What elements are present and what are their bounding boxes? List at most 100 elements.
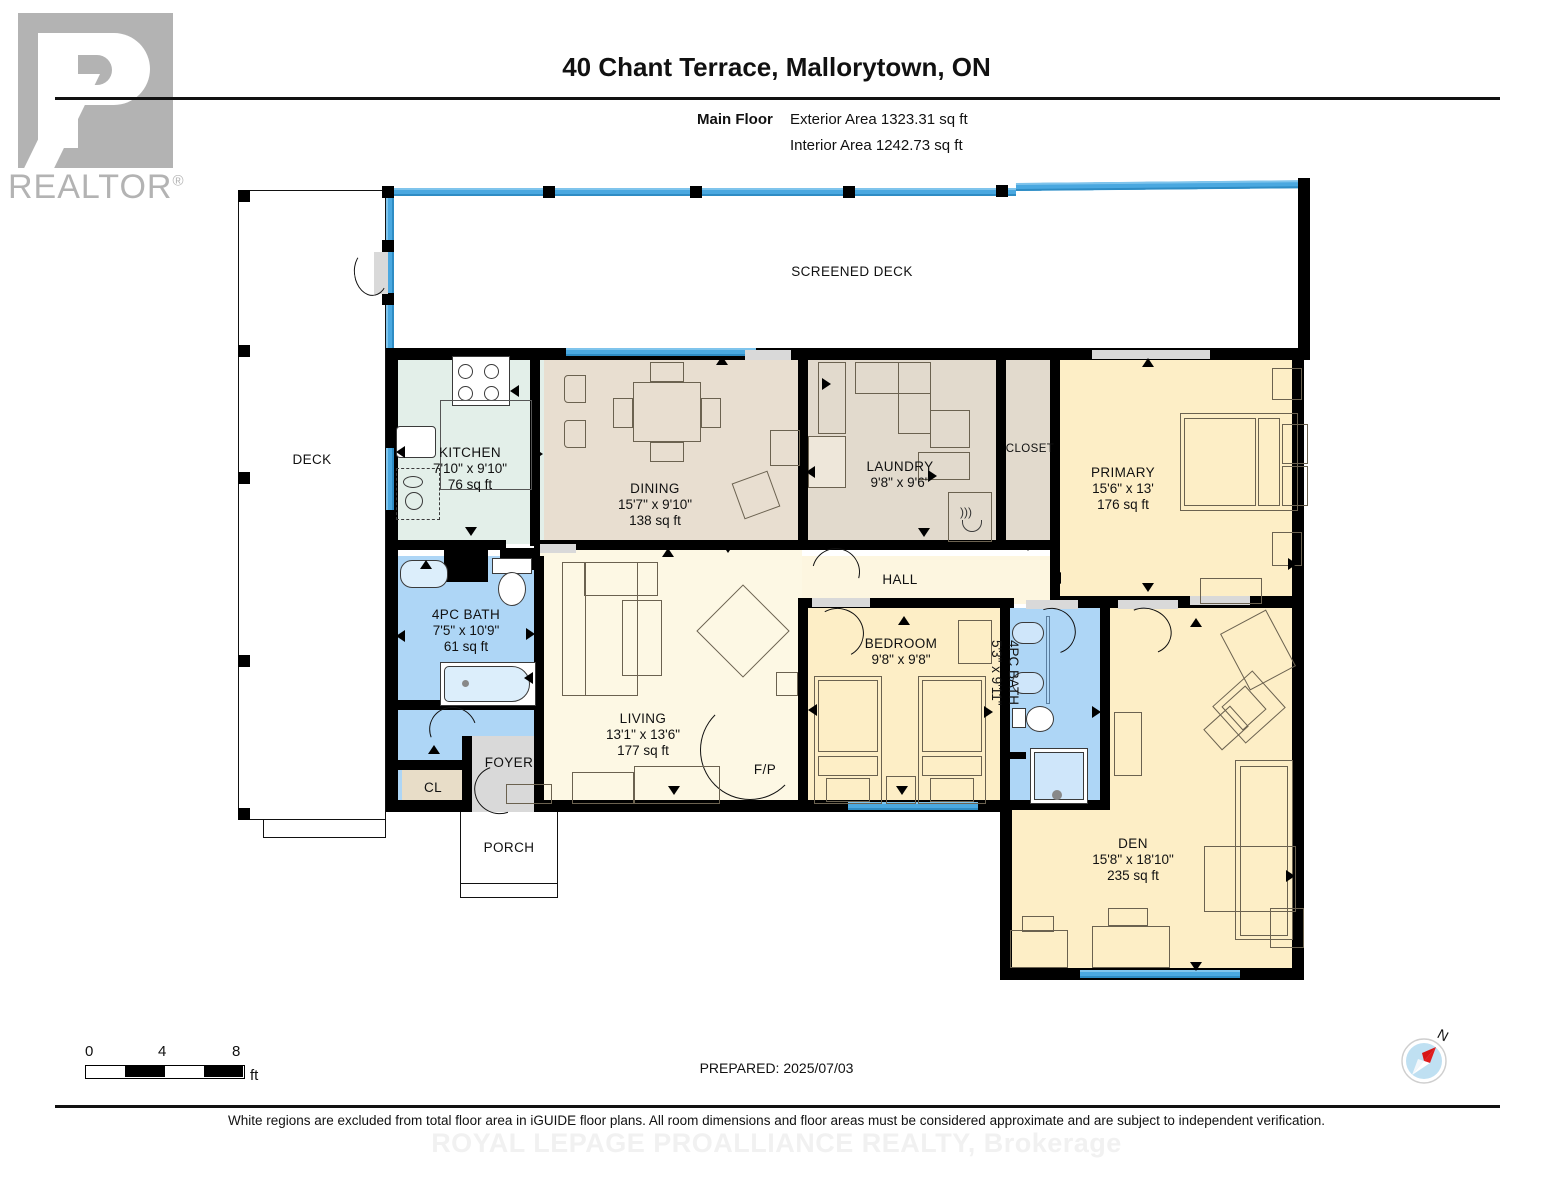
view-arrow: [510, 385, 519, 397]
living-arc: [700, 700, 800, 800]
compass-icon: [1401, 1038, 1447, 1084]
screened-deck-post: [996, 185, 1008, 197]
dining-label: DINING 15'7" x 9'10" 138 sq ft: [590, 481, 720, 529]
ensuite-toilet-bowl: [1026, 706, 1054, 732]
view-arrow: [1190, 618, 1202, 627]
view-arrow: [806, 466, 815, 478]
bedroom-footboard-2: [922, 756, 982, 776]
view-arrow: [984, 706, 993, 718]
stove-burner: [458, 364, 473, 379]
view-arrow: [526, 628, 535, 640]
deck-step: [263, 820, 386, 838]
dining-chair: [701, 398, 721, 428]
dining-chair: [613, 398, 633, 428]
primary-label-name: PRIMARY: [1090, 465, 1156, 480]
fireplace-label: F/P: [740, 762, 790, 778]
living-label: LIVING 13'1" x 13'6" 177 sq ft: [583, 711, 703, 759]
interior-wall-hall-top: [798, 540, 1056, 550]
screened-deck-screen-left: [386, 188, 394, 350]
ensuite-bath-label-name: 4PC BATH: [1006, 640, 1021, 706]
interior-wall-cl: [402, 760, 464, 770]
foyer-entry-panel: [472, 790, 534, 812]
kitchen-window: [386, 448, 394, 510]
interior-wall-dining-living: [534, 540, 806, 550]
view-arrow: [534, 448, 543, 460]
laundry-unit: [918, 452, 970, 480]
den-label-name: DEN: [1118, 836, 1148, 851]
den-sofa-cushions: [1240, 766, 1288, 936]
prepared-date: PREPARED: 2025/07/03: [699, 1060, 854, 1076]
bedroom-dresser: [958, 620, 992, 664]
interior-wall-bath-living: [534, 556, 544, 812]
porch-outline: [460, 812, 558, 884]
bedroom-door-panel: [812, 598, 870, 607]
den-label: DEN 15'8" x 18'10" 235 sq ft: [1068, 836, 1198, 884]
ensuite-door-panel: [1026, 600, 1078, 609]
screened-deck-post: [382, 186, 394, 198]
washer: [898, 362, 931, 434]
compass-rose: N: [1398, 1026, 1452, 1087]
water-heater-box: [948, 492, 992, 542]
exterior-area-text: Exterior Area 1323.31 sq ft: [790, 111, 968, 128]
dryer: [930, 410, 970, 448]
dining-label-dims: 15'7" x 9'10": [617, 497, 693, 512]
furnace-unit: [808, 436, 846, 488]
den-armchair-2: [1092, 926, 1170, 968]
kitchen-island: [440, 400, 532, 490]
bedroom-label-dims: 9'8" x 9'8": [871, 652, 931, 667]
living-label-dims: 13'1" x 13'6": [605, 727, 681, 742]
toilet-bowl: [498, 572, 526, 606]
den-sectional-extension: [1204, 846, 1296, 912]
ensuite-wall-nib: [1004, 752, 1026, 759]
view-arrow: [918, 528, 930, 537]
ensuite-sink-2: [1012, 672, 1044, 694]
deck-post: [238, 655, 250, 667]
den-label-area: 235 sq ft: [1107, 868, 1159, 883]
scale-tick-0: 0: [85, 1043, 94, 1060]
ensuite-sink-1: [1012, 622, 1044, 644]
living-bench: [506, 784, 552, 804]
bedroom-room: [802, 608, 1000, 806]
scale-tick-4: 4: [158, 1043, 167, 1060]
screened-deck-label-name: SCREENED DECK: [791, 264, 913, 279]
view-arrow: [1288, 558, 1297, 570]
view-arrow: [396, 446, 405, 458]
dining-room: [544, 356, 802, 544]
bedroom-label-name: BEDROOM: [864, 636, 938, 651]
primary-bed: [1180, 413, 1298, 511]
screened-deck-post: [543, 186, 555, 198]
primary-pillow: [1282, 424, 1308, 464]
interior-wall-primary-bottom: [1060, 596, 1304, 608]
kitchen-label-dims: 7'10" x 9'10": [432, 461, 508, 476]
cl-label: CL: [404, 780, 462, 796]
bathtub: [444, 666, 530, 702]
bedroom-mattress-2: [922, 680, 982, 752]
den-armchair-2-back: [1108, 908, 1148, 926]
den-end-table: [1270, 908, 1304, 948]
foyer-label: FOYER: [474, 755, 544, 771]
dining-window: [566, 348, 756, 356]
kitchen-appliance: [396, 468, 440, 520]
screened-deck-post: [382, 293, 394, 305]
screened-deck-post: [843, 186, 855, 198]
view-arrow: [420, 560, 432, 569]
view-arrow: [1092, 706, 1101, 718]
view-arrow: [662, 548, 674, 557]
interior-wall-bath-den: [1100, 598, 1110, 810]
stove-burner: [484, 364, 499, 379]
kitchen-label: KITCHEN 7'10" x 9'10" 76 sq ft: [415, 445, 525, 493]
primary-nightstand: [1272, 368, 1302, 400]
bedroom-bed-2: [918, 676, 986, 804]
bedroom-window: [848, 802, 978, 810]
bedroom-nightstand: [886, 776, 916, 804]
bar-stool: [564, 375, 586, 403]
exterior-wall-right-full: [1292, 348, 1304, 980]
floor-plan: DECK SCREENED DECK: [238, 178, 1311, 980]
title-divider: [55, 97, 1500, 100]
primary-headboard: [1258, 418, 1280, 506]
view-arrow: [428, 745, 440, 754]
cl-label-name: CL: [423, 780, 443, 795]
primary-label: PRIMARY 15'6" x 13' 176 sq ft: [1068, 465, 1178, 513]
primary-mattress: [1184, 418, 1256, 506]
wall-nib-bath: [444, 548, 488, 582]
